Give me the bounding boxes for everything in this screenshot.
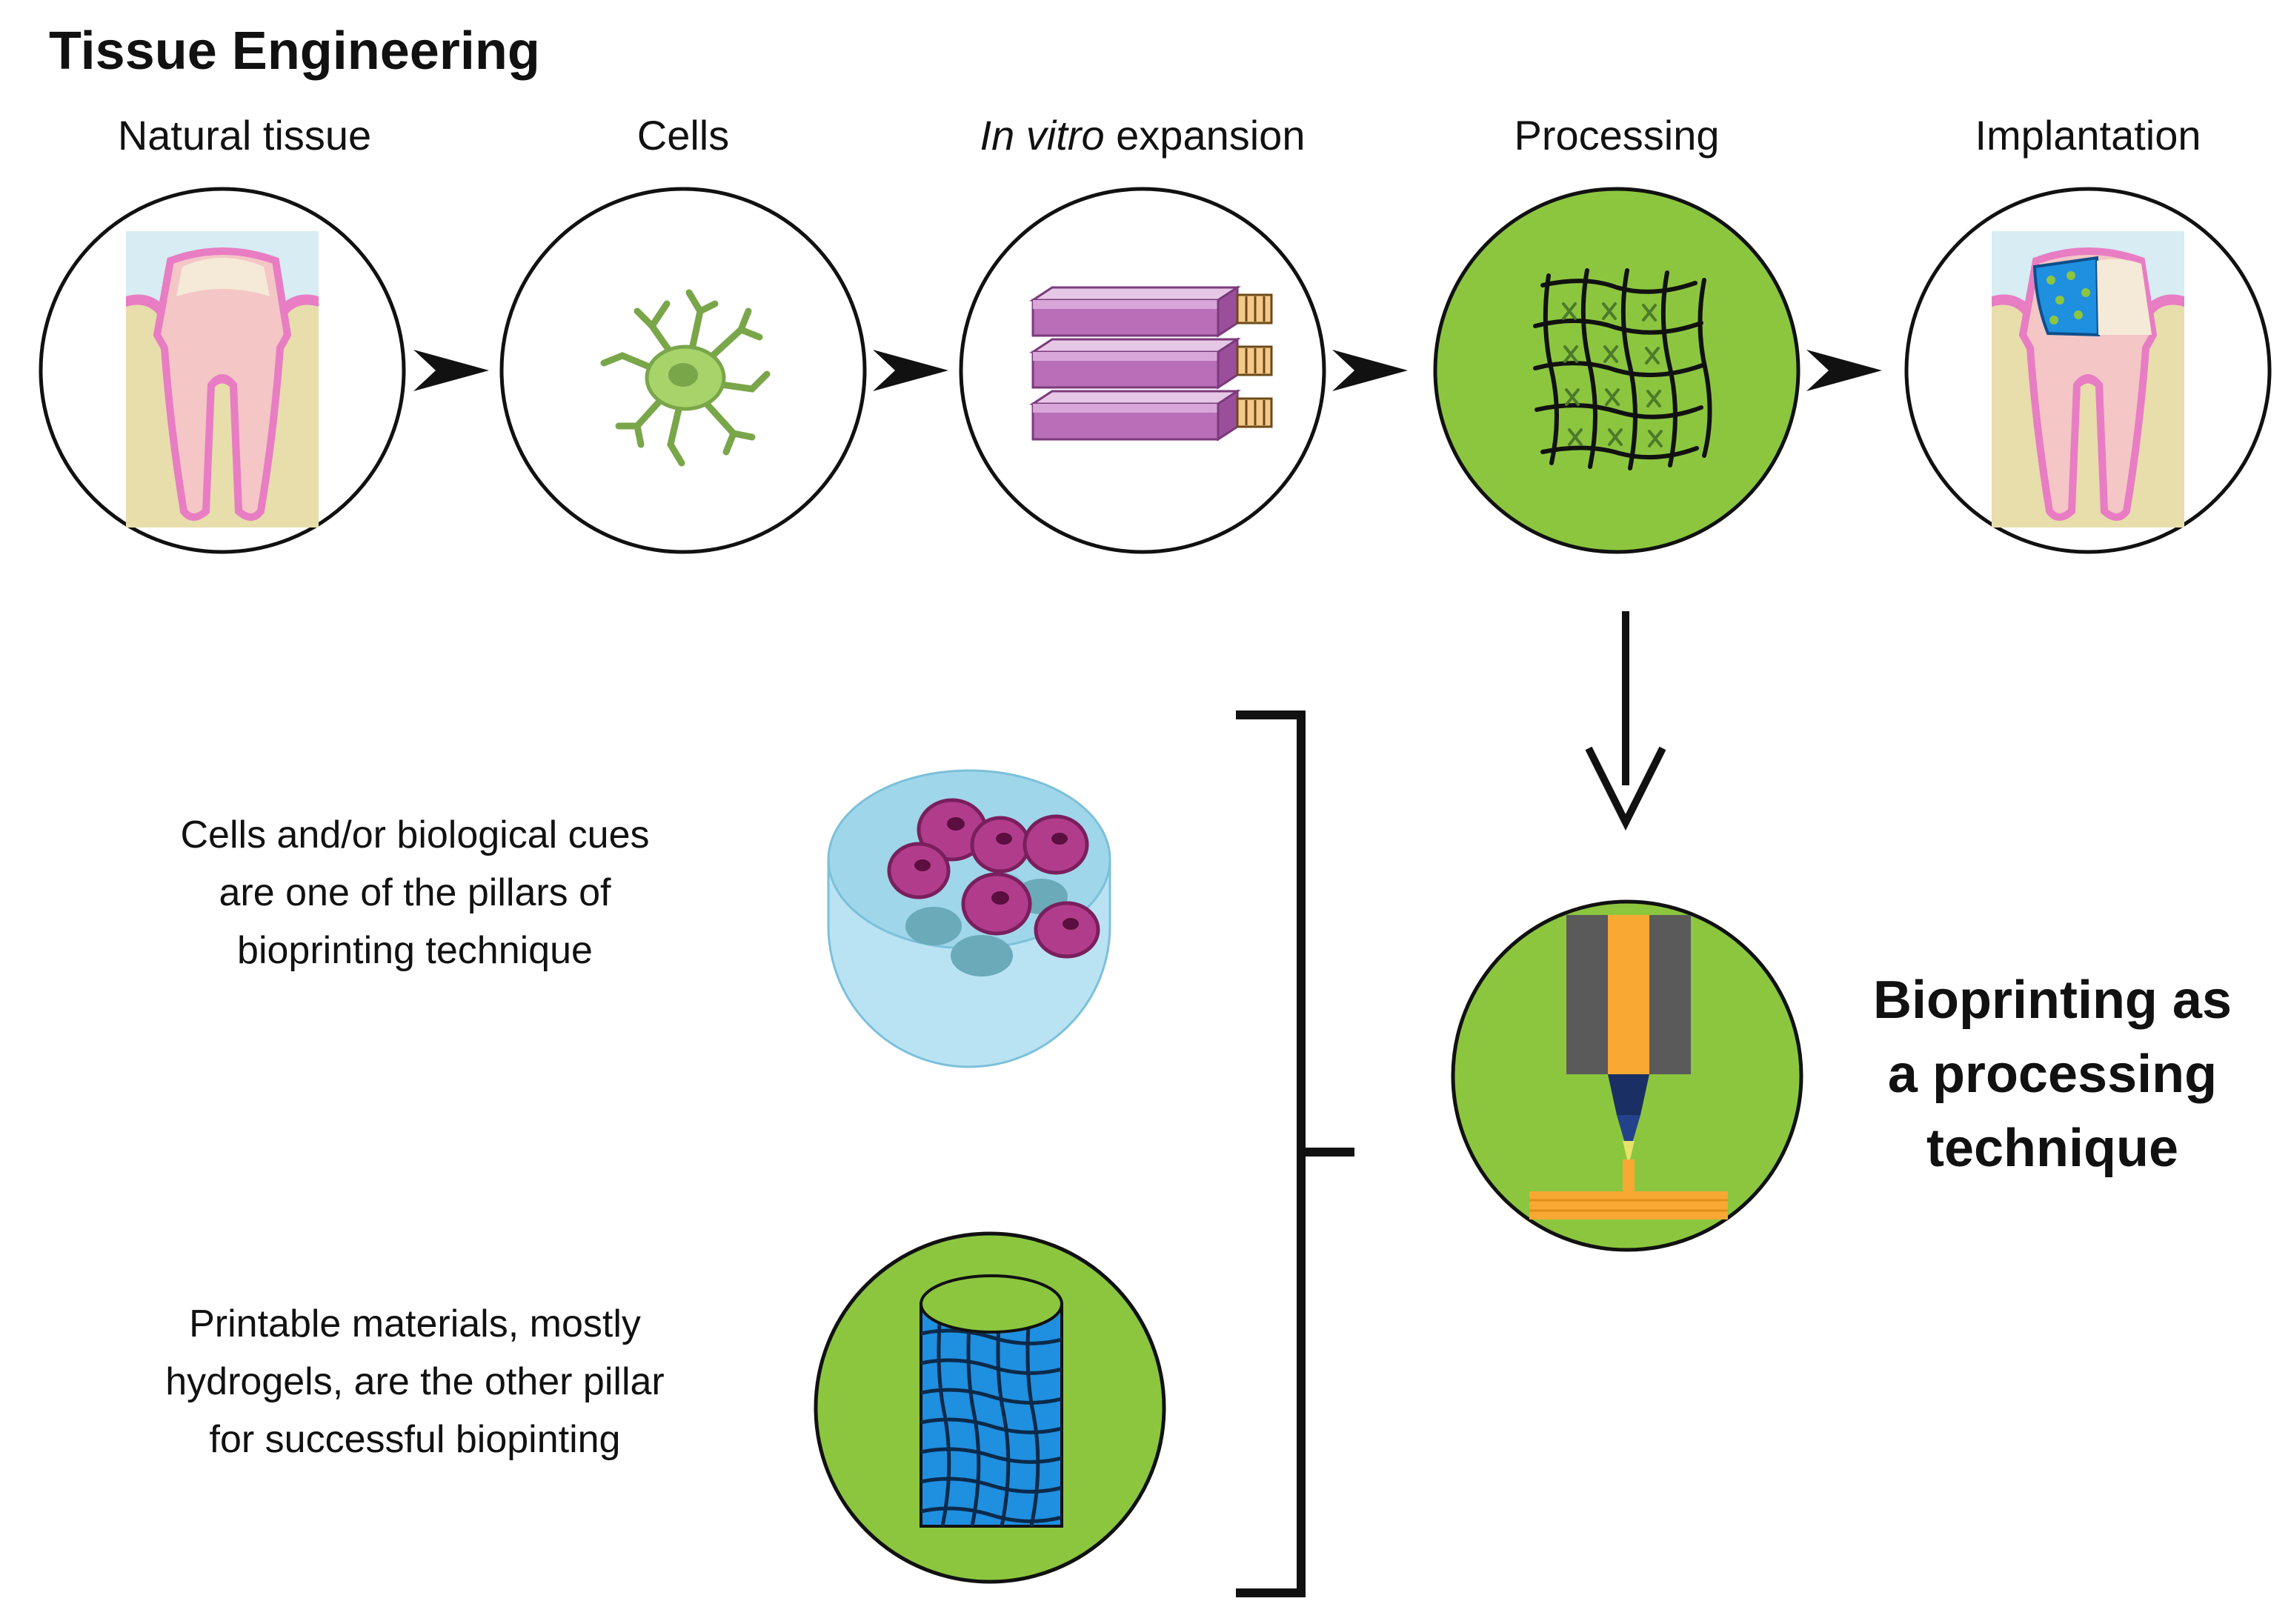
step-in-vitro-expansion <box>959 187 1326 554</box>
diagram-title: Tissue Engineering <box>49 21 540 81</box>
tooth-icon <box>126 231 319 528</box>
bioprinting-label-line: Bioprinting as <box>1873 971 2232 1030</box>
arrow-step3-to-step4 <box>1332 350 1408 391</box>
step-label-rest: expansion <box>1104 112 1306 159</box>
step-processing <box>1433 187 1800 554</box>
culture-flasks-icon <box>1028 285 1273 442</box>
step-label-processing: Processing <box>1514 112 1720 159</box>
arrow-processing-to-bioprinting <box>1585 611 1666 831</box>
scaffold-mesh-icon <box>1533 268 1712 470</box>
pillar-text-line: are one of the pillars of <box>219 871 611 914</box>
bioprinter-nozzle-icon <box>1451 899 1803 1252</box>
step-label-cells: Cells <box>636 112 730 159</box>
arrow-step2-to-step3 <box>873 350 948 391</box>
pillar-text-line: Cells and/or biological cues <box>180 813 650 856</box>
arrow-step1-to-step2 <box>413 350 489 391</box>
bioprinting-label: Bioprinting as a processing technique <box>1838 963 2267 1185</box>
pillar-text-cells: Cells and/or biological cues are one of … <box>119 806 711 979</box>
tooth-with-implant-icon <box>1992 231 2184 528</box>
bracket <box>1236 710 1354 1597</box>
pillar-text-materials: Printable materials, mostly hydrogels, a… <box>119 1295 711 1468</box>
step-natural-tissue <box>39 187 406 554</box>
step-label-natural-tissue: Natural tissue <box>117 112 372 159</box>
bioprinting-label-line: technique <box>1926 1119 2179 1178</box>
step-label-implantation: Implantation <box>1975 112 2201 159</box>
step-implantation <box>1904 187 2272 554</box>
pillar-text-line: Printable materials, mostly <box>189 1302 641 1345</box>
pillar-text-line: for successful biopinting <box>209 1418 621 1461</box>
cell-dish-icon <box>827 769 1111 1068</box>
step-label-in-vitro-expansion: In vitro expansion <box>980 111 1306 159</box>
pillar-text-line: bioprinting technique <box>237 929 593 972</box>
hydrogel-cylinder-icon <box>814 1231 1166 1584</box>
step-cells <box>499 187 867 554</box>
bioprinting-label-line: a processing <box>1887 1045 2218 1104</box>
pillar-text-line: hydrogels, are the other pillar <box>165 1360 665 1403</box>
arrow-step4-to-step5 <box>1806 350 1882 391</box>
step-label-italic: In vitro <box>980 112 1105 159</box>
